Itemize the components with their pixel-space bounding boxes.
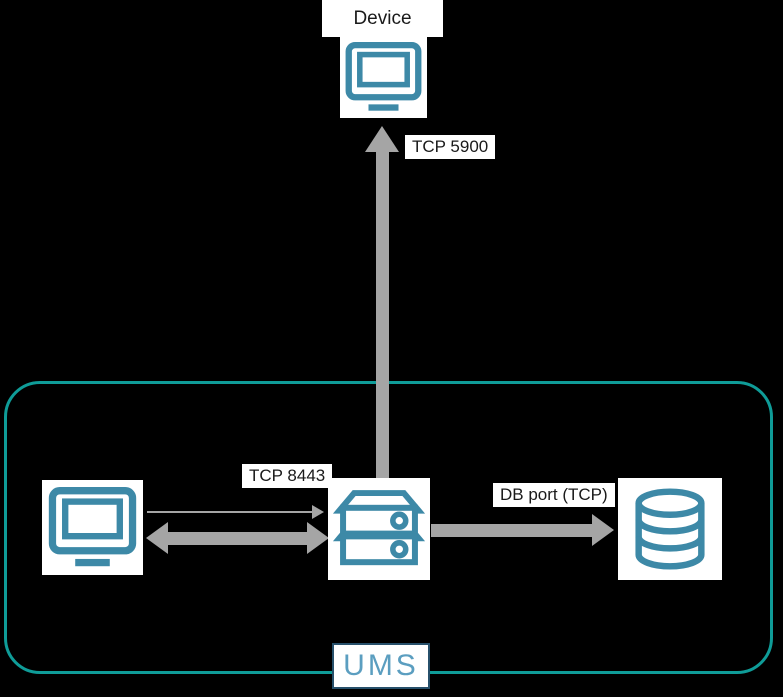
edge-label-dbport: DB port (TCP) (493, 483, 615, 507)
arrowhead-right-icon (307, 522, 329, 554)
device-label: Device (322, 0, 443, 37)
arrowhead-right-icon (312, 505, 324, 519)
arrowhead-right-icon (592, 514, 614, 546)
monitor-icon (48, 486, 137, 566)
arrowhead-up-icon (365, 126, 399, 152)
edge-label-tcp8443: TCP 8443 (242, 464, 333, 488)
ums-group-label: UMS (332, 643, 430, 689)
arrow-console-to-server-thin (147, 511, 313, 513)
device-node (340, 37, 427, 118)
database-node (618, 478, 722, 580)
arrow-server-to-device (376, 150, 389, 478)
edge-label-tcp5900: TCP 5900 (405, 135, 496, 159)
database-icon (635, 488, 705, 570)
server-icon (332, 490, 426, 566)
monitor-icon (345, 41, 422, 111)
arrowhead-left-icon (146, 522, 168, 554)
arrow-server-to-database (431, 524, 592, 537)
console-node (42, 480, 143, 575)
arrow-console-server-bidirectional (167, 532, 307, 545)
ums-server-node (328, 478, 430, 580)
